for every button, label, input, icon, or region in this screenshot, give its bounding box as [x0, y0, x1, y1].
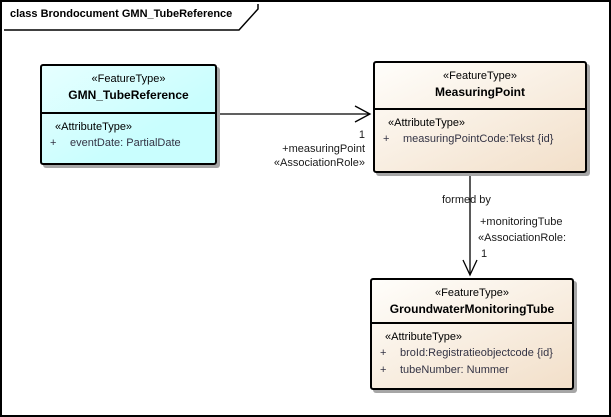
role-name-label: +monitoringTube	[480, 216, 563, 228]
stereotype-label: «FeatureType»	[91, 73, 166, 85]
attribute-row: + tubeNumber: Nummer	[372, 362, 572, 379]
attribute-text: tubeNumber: Nummer	[400, 364, 509, 376]
class-name: GMN_TubeReference	[68, 88, 189, 102]
compartment-stereotype: «AttributeType»	[388, 117, 466, 129]
association-stereotype-label: «AssociationRole:	[478, 232, 567, 244]
association-measuringpoint-connector[interactable]	[219, 105, 372, 123]
attribute-text: measuringPointCode:Tekst {id}	[403, 133, 554, 145]
role-name-label: +measuringPoint	[282, 143, 365, 155]
visibility-symbol: +	[383, 133, 390, 145]
open-arrowhead-icon	[354, 105, 372, 123]
association-name-label: formed by	[442, 194, 491, 206]
diagram-frame-tab	[4, 4, 259, 31]
association-stereotype-label: «AssociationRole»	[273, 157, 365, 169]
class-header: «FeatureType» GMN_TubeReference	[42, 66, 215, 112]
attribute-text: eventDate: PartialDate	[70, 137, 181, 149]
class-header: «FeatureType» MeasuringPoint	[375, 63, 585, 108]
multiplicity-label: 1	[481, 248, 488, 260]
attributes-compartment: «AttributeType» + measuringPointCode:Tek…	[375, 108, 585, 148]
multiplicity-label: 1	[358, 129, 365, 141]
visibility-symbol: +	[380, 347, 387, 359]
visibility-symbol: +	[50, 137, 57, 149]
attribute-row: + broId:Registratieobjectcode {id}	[372, 345, 572, 362]
class-name: GroundwaterMonitoringTube	[389, 302, 555, 316]
diagram-frame-title: class Brondocument GMN_TubeReference	[10, 8, 233, 20]
attribute-row: + measuringPointCode:Tekst {id}	[375, 131, 585, 148]
association-monitoringtube-connector[interactable]	[462, 174, 478, 277]
attribute-text: broId:Registratieobjectcode {id}	[400, 347, 553, 359]
attributes-compartment: «AttributeType» + eventDate: PartialDate	[42, 112, 215, 152]
class-gmn-tubereference[interactable]: «FeatureType» GMN_TubeReference «Attribu…	[40, 64, 217, 165]
compartment-stereotype: «AttributeType»	[385, 331, 463, 343]
stereotype-label: «FeatureType»	[435, 287, 509, 299]
class-header: «FeatureType» GroundwaterMonitoringTube	[372, 280, 572, 322]
stereotype-label: «FeatureType»	[443, 70, 517, 82]
attributes-compartment: «AttributeType» + broId:Registratieobjec…	[372, 322, 572, 379]
class-groundwatermonitoringtube[interactable]: «FeatureType» GroundwaterMonitoringTube …	[370, 278, 574, 390]
compartment-stereotype: «AttributeType»	[55, 121, 133, 133]
visibility-symbol: +	[380, 364, 387, 376]
open-arrowhead-icon	[462, 259, 478, 277]
class-name: MeasuringPoint	[434, 85, 525, 99]
attribute-row: + eventDate: PartialDate	[42, 135, 215, 152]
class-measuringpoint[interactable]: «FeatureType» MeasuringPoint «AttributeT…	[373, 61, 587, 173]
